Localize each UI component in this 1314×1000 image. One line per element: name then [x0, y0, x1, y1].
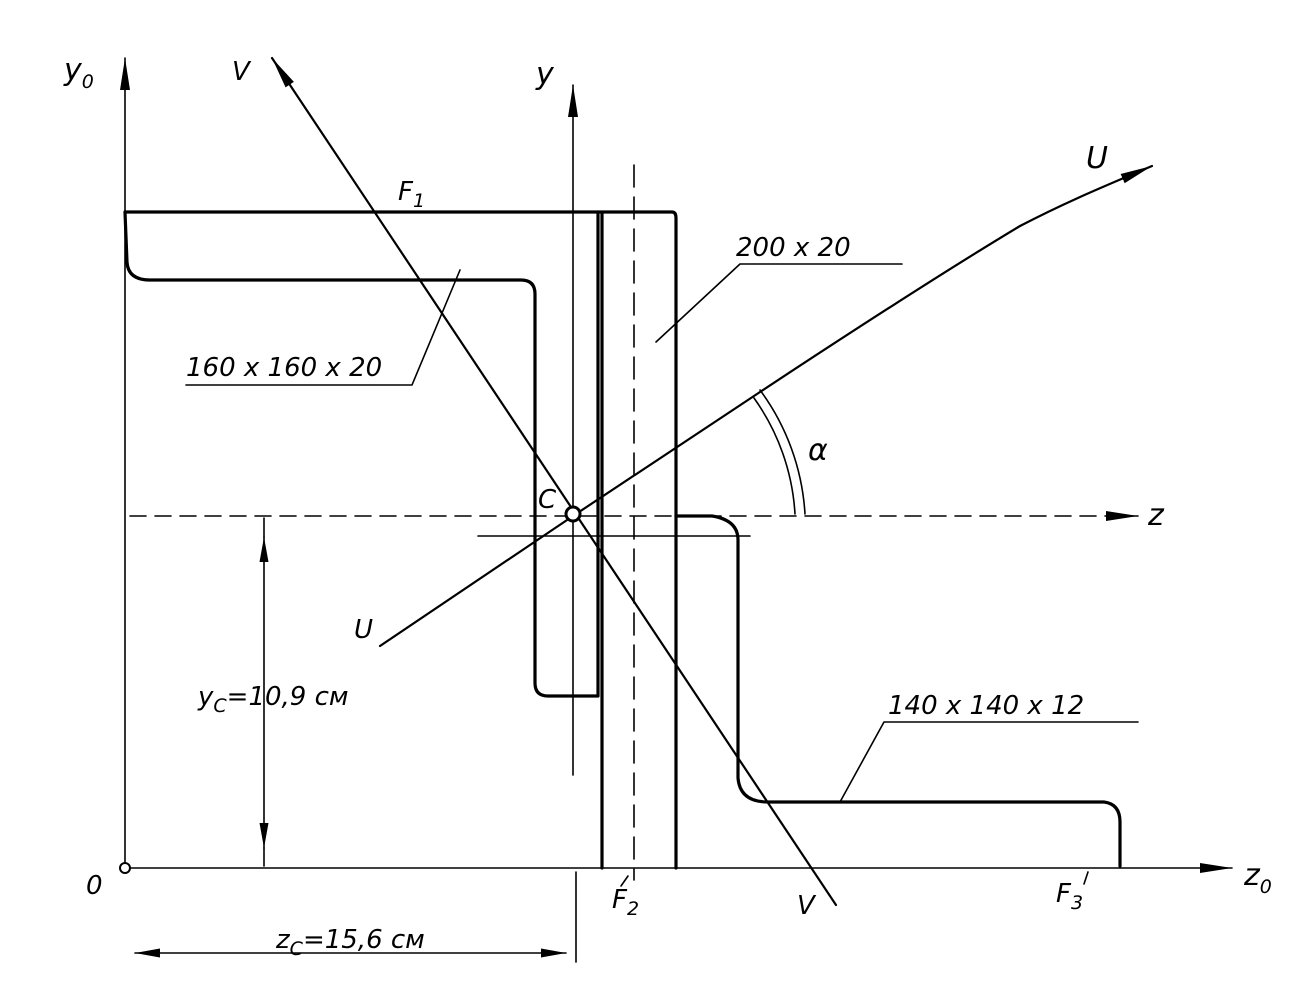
- v-axis: [270, 56, 838, 907]
- bottom-angle-outline: [674, 514, 1122, 868]
- plate-outline: [596, 210, 678, 870]
- leader-plate: [655, 263, 903, 343]
- yc-dimension-label: yC=10,9 см: [197, 682, 349, 717]
- alpha-angle-label: α: [808, 433, 828, 468]
- leader-f3: [1083, 871, 1089, 885]
- centroid-point: [564, 505, 582, 523]
- y-axis-label: y: [535, 57, 555, 92]
- origin-label: 0: [86, 871, 103, 901]
- plate-profile-label: 200 x 20: [736, 233, 851, 263]
- f1-label: F1: [398, 177, 425, 212]
- f3-label: F3: [1056, 879, 1083, 914]
- y0-axis-label: y0: [63, 53, 94, 93]
- alpha-arc-outer: [759, 389, 806, 515]
- centroid-label: C: [538, 485, 557, 515]
- v-axis-label-top: V: [232, 57, 252, 87]
- u-axis: [378, 164, 1154, 648]
- leader-angle-top: [185, 269, 461, 386]
- u-axis-label-bottom: U: [354, 615, 373, 645]
- origin-point: [119, 862, 131, 874]
- z0-axis-label: z0: [1243, 858, 1272, 898]
- u-axis-label-top: U: [1086, 141, 1108, 176]
- leader-f2: [620, 875, 629, 887]
- alpha-arc-inner: [753, 397, 796, 515]
- z-axis-label: z: [1147, 498, 1165, 533]
- top-angle-outline: [123, 210, 600, 698]
- angle-top-profile-label: 160 x 160 x 20: [186, 353, 382, 383]
- leader-angle-bottom: [839, 721, 1139, 803]
- zc-dimension-label: zC=15,6 см: [275, 925, 425, 960]
- angle-bottom-profile-label: 140 x 140 x 12: [888, 691, 1084, 721]
- v-axis-label-bottom: V: [797, 891, 817, 921]
- f2-label: F2: [612, 885, 639, 920]
